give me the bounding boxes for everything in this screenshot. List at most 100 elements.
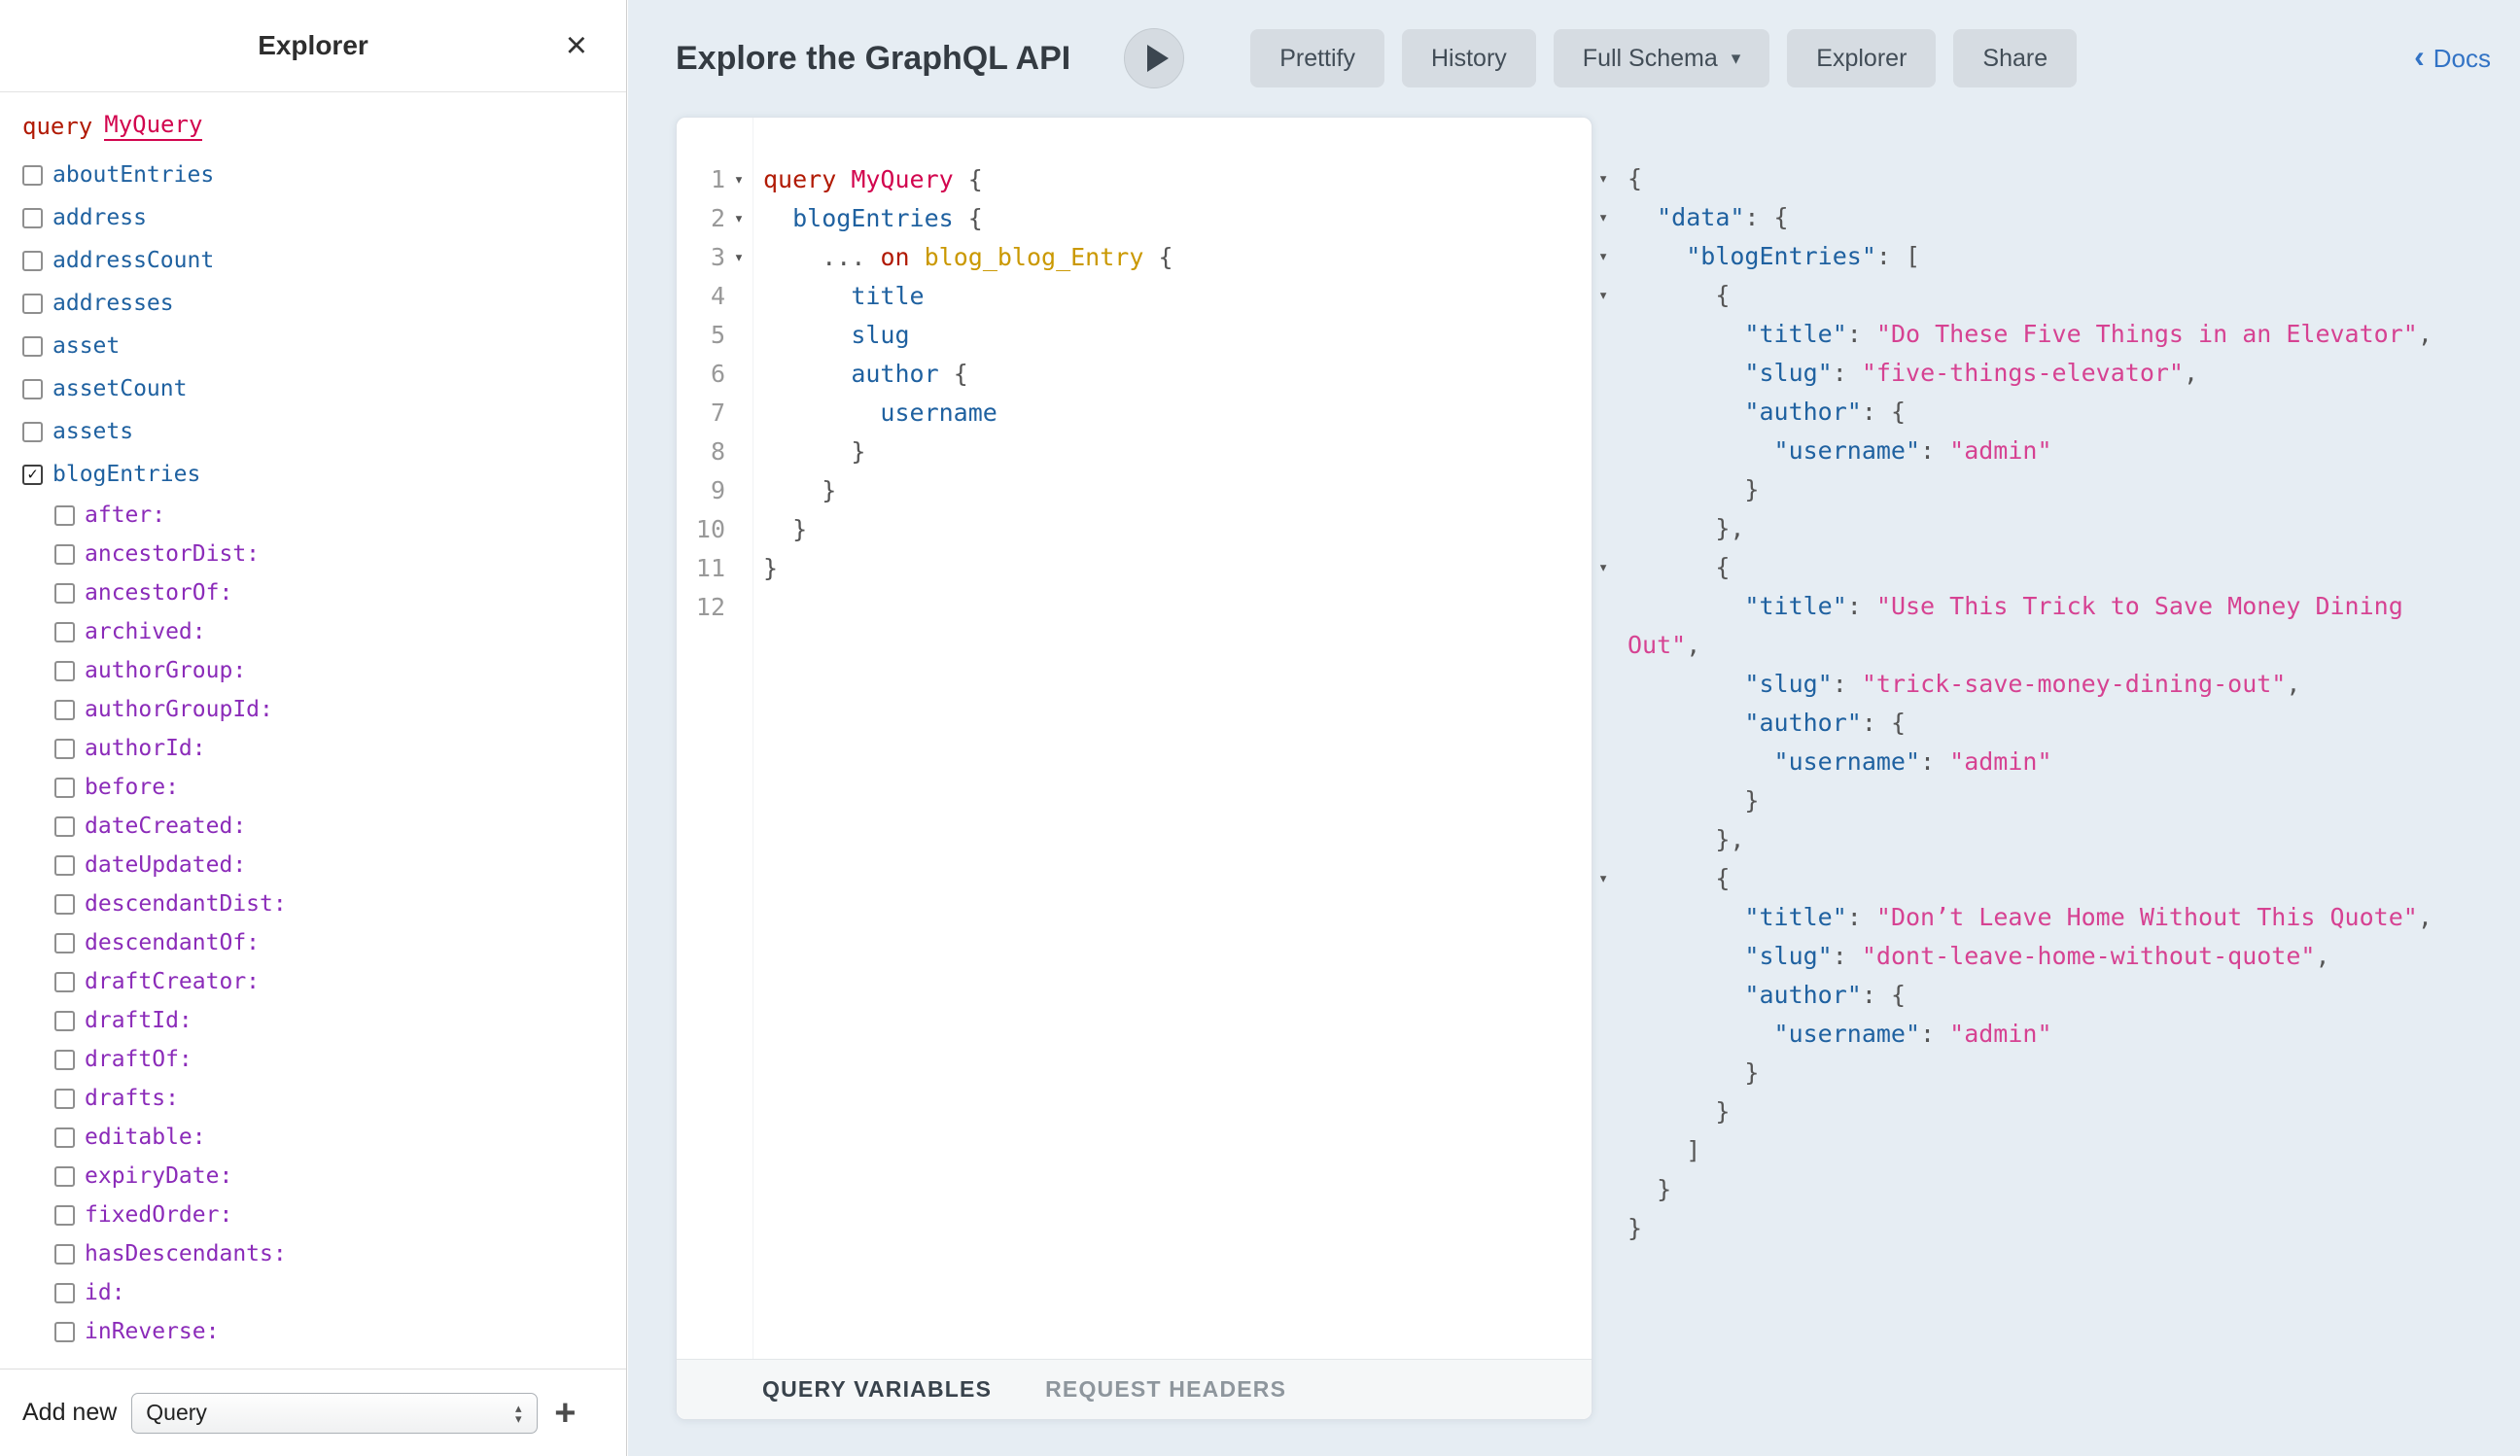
checkbox[interactable] bbox=[54, 1165, 75, 1187]
whitespace bbox=[763, 360, 851, 388]
explorer-fieldaddresses[interactable]: addresses bbox=[22, 282, 626, 325]
explorer-argin-reverse[interactable]: inReverse: bbox=[54, 1312, 626, 1351]
fold-arrow-icon[interactable]: ▾ bbox=[733, 248, 745, 267]
checkbox[interactable] bbox=[54, 1204, 75, 1226]
explorer-argauthor-id[interactable]: authorId: bbox=[54, 729, 626, 768]
explorer-fieldassets[interactable]: assets bbox=[22, 410, 626, 453]
fold-arrow-icon[interactable]: ▾ bbox=[1598, 208, 1609, 227]
checkbox[interactable] bbox=[54, 777, 75, 798]
tab-request-headers[interactable]: REQUEST HEADERS bbox=[1045, 1376, 1287, 1402]
toolbar-button-explorer[interactable]: Explorer bbox=[1787, 29, 1937, 87]
explorer-argbefore[interactable]: before: bbox=[54, 768, 626, 807]
explorer-argid[interactable]: id: bbox=[54, 1273, 626, 1312]
token-punc: { bbox=[1715, 281, 1731, 309]
explorer-argdescendant-of[interactable]: descendantOf: bbox=[54, 923, 626, 962]
explorer-argafter[interactable]: after: bbox=[54, 496, 626, 535]
toolbar-button-history[interactable]: History bbox=[1402, 29, 1536, 87]
checkbox[interactable] bbox=[54, 971, 75, 992]
field-label: draftCreator: bbox=[85, 969, 261, 994]
checkbox[interactable] bbox=[22, 421, 43, 442]
add-new-select[interactable]: Query ▴ ▾ bbox=[131, 1392, 539, 1434]
fold-arrow-icon[interactable]: ▾ bbox=[1598, 558, 1609, 577]
checkbox[interactable] bbox=[22, 293, 43, 314]
checkbox[interactable] bbox=[54, 932, 75, 953]
checkbox[interactable] bbox=[54, 893, 75, 915]
checkbox[interactable] bbox=[54, 1282, 75, 1303]
fold-gutter bbox=[1598, 587, 1628, 626]
explorer-argdate-updated[interactable]: dateUpdated: bbox=[54, 846, 626, 884]
checkbox[interactable]: ✓ bbox=[22, 464, 43, 485]
explorer-fieldblog-entries[interactable]: ✓blogEntries bbox=[22, 453, 626, 496]
add-operation-button[interactable]: + bbox=[554, 1392, 577, 1434]
fold-arrow-icon[interactable]: ▾ bbox=[733, 209, 745, 228]
checkbox[interactable] bbox=[22, 164, 43, 186]
result-text: Out", bbox=[1628, 626, 1700, 665]
checkbox[interactable] bbox=[22, 250, 43, 271]
checkbox[interactable] bbox=[54, 854, 75, 876]
explorer-fieldasset[interactable]: asset bbox=[22, 325, 626, 367]
explorer-argdraft-of[interactable]: draftOf: bbox=[54, 1040, 626, 1079]
explorer-argdraft-creator[interactable]: draftCreator: bbox=[54, 962, 626, 1001]
result-line: } bbox=[1598, 1054, 2495, 1092]
explorer-argexpiry-date[interactable]: expiryDate: bbox=[54, 1157, 626, 1196]
result-line: } bbox=[1598, 1170, 2495, 1209]
token-str: "Use This Trick to Save Money Dining bbox=[1875, 592, 2403, 620]
explorer-argauthor-group[interactable]: authorGroup: bbox=[54, 651, 626, 690]
checkbox[interactable] bbox=[54, 543, 75, 565]
explorer-argdescendant-dist[interactable]: descendantDist: bbox=[54, 884, 626, 923]
fold-arrow-icon[interactable]: ▾ bbox=[1598, 169, 1609, 189]
whitespace bbox=[763, 476, 822, 504]
explorer-fieldaddress[interactable]: address bbox=[22, 196, 626, 239]
fold-arrow-icon[interactable]: ▾ bbox=[1598, 869, 1609, 888]
explorer-fieldasset-count[interactable]: assetCount bbox=[22, 367, 626, 410]
whitespace bbox=[763, 437, 851, 466]
checkbox[interactable] bbox=[54, 1010, 75, 1031]
close-icon[interactable]: × bbox=[565, 25, 587, 66]
explorer-argancestor-dist[interactable]: ancestorDist: bbox=[54, 535, 626, 573]
fold-arrow-icon[interactable]: ▾ bbox=[733, 170, 745, 190]
explorer-argfixed-order[interactable]: fixedOrder: bbox=[54, 1196, 626, 1234]
toolbar-button-share[interactable]: Share bbox=[1953, 29, 2078, 87]
checkbox[interactable] bbox=[54, 1088, 75, 1109]
checkbox[interactable] bbox=[54, 1049, 75, 1070]
explorer-argeditable[interactable]: editable: bbox=[54, 1118, 626, 1157]
checkbox[interactable] bbox=[54, 699, 75, 720]
docs-link[interactable]: ‹ Docs bbox=[2414, 41, 2491, 74]
token-key: "slug" bbox=[1744, 670, 1833, 698]
token-prop: blogEntries bbox=[792, 204, 954, 232]
checkbox[interactable] bbox=[54, 582, 75, 604]
query-editor[interactable]: 1▾query MyQuery {2▾ blogEntries {3▾ ... … bbox=[677, 118, 1592, 1359]
token-punc: : bbox=[1846, 592, 1862, 620]
checkbox[interactable] bbox=[54, 504, 75, 526]
explorer-fieldaddress-count[interactable]: addressCount bbox=[22, 239, 626, 282]
checkbox[interactable] bbox=[22, 378, 43, 399]
toolbar-button-full-schema[interactable]: Full Schema▾ bbox=[1553, 29, 1770, 87]
query-name-input[interactable]: MyQuery bbox=[104, 112, 203, 141]
explorer-fieldabout-entries[interactable]: aboutEntries bbox=[22, 154, 626, 196]
checkbox[interactable] bbox=[54, 660, 75, 681]
line-number: 11 bbox=[695, 554, 725, 582]
checkbox[interactable] bbox=[54, 1321, 75, 1342]
explorer-argauthor-group-id[interactable]: authorGroupId: bbox=[54, 690, 626, 729]
explorer-argancestor-of[interactable]: ancestorOf: bbox=[54, 573, 626, 612]
fold-gutter bbox=[1598, 626, 1628, 665]
checkbox[interactable] bbox=[54, 815, 75, 837]
explorer-argdate-created[interactable]: dateCreated: bbox=[54, 807, 626, 846]
explorer-argarchived[interactable]: archived: bbox=[54, 612, 626, 651]
checkbox[interactable] bbox=[54, 1243, 75, 1265]
checkbox[interactable] bbox=[54, 738, 75, 759]
checkbox[interactable] bbox=[54, 1127, 75, 1148]
result-line: "author": { bbox=[1598, 976, 2495, 1015]
tab-query-variables[interactable]: QUERY VARIABLES bbox=[762, 1376, 993, 1402]
checkbox[interactable] bbox=[54, 621, 75, 642]
fold-arrow-icon[interactable]: ▾ bbox=[1598, 286, 1609, 305]
explorer-argdraft-id[interactable]: draftId: bbox=[54, 1001, 626, 1040]
explorer-argdrafts[interactable]: drafts: bbox=[54, 1079, 626, 1118]
fold-arrow-icon[interactable]: ▾ bbox=[1598, 247, 1609, 266]
toolbar-button-prettify[interactable]: Prettify bbox=[1250, 29, 1384, 87]
checkbox[interactable] bbox=[22, 335, 43, 357]
execute-button[interactable] bbox=[1124, 28, 1185, 88]
result-text: "blogEntries": [ bbox=[1628, 237, 1920, 276]
explorer-arghas-descendants[interactable]: hasDescendants: bbox=[54, 1234, 626, 1273]
checkbox[interactable] bbox=[22, 207, 43, 228]
